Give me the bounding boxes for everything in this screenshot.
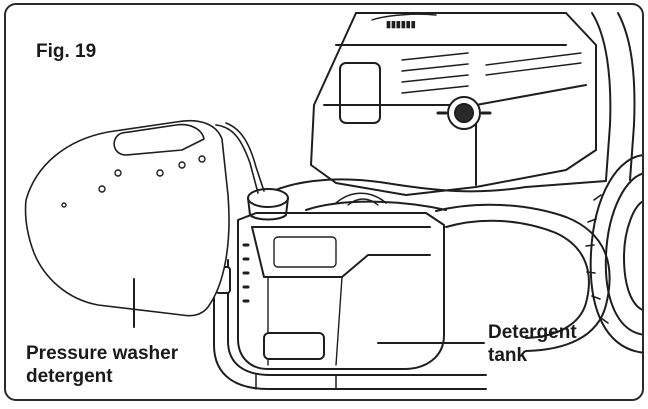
wheel [585, 154, 642, 354]
detergent-tank-body [237, 212, 445, 370]
label-pressure-washer-detergent: Pressure washer detergent [26, 342, 178, 388]
label-line: tank [488, 345, 528, 366]
label-detergent-tank: Detergent tank [488, 321, 577, 367]
pressure-washer-illustration: ▮▮▮▮▮▮ [24, 12, 642, 390]
base-frame [255, 178, 607, 211]
figure-title: Fig. 19 [36, 41, 97, 62]
pump-knob [436, 96, 492, 130]
label-line: Pressure washer [26, 343, 179, 364]
label-line: detergent [26, 366, 113, 387]
figure-frame: ▮▮▮▮▮▮ [4, 3, 644, 401]
detergent-bottle [24, 119, 265, 317]
svg-text:▮▮▮▮▮▮: ▮▮▮▮▮▮ [386, 19, 416, 29]
handle-tube [591, 12, 636, 181]
label-line: Detergent [488, 322, 577, 343]
